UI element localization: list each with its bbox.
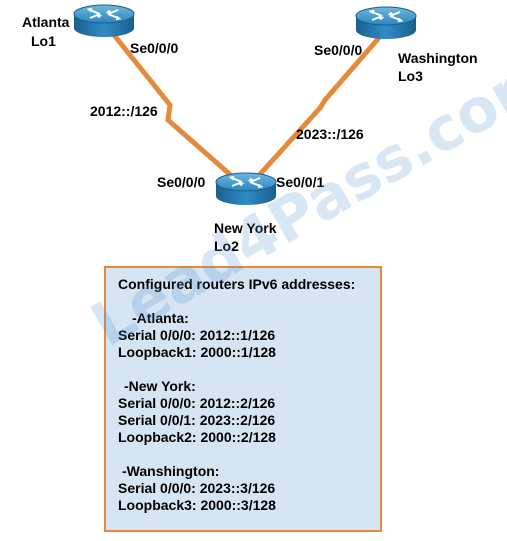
washington-section-header: -Wanshington: xyxy=(122,463,220,479)
newyork-address-line: Serial 0/0/1: 2023::2/126 xyxy=(118,412,276,428)
washington-address-line: Serial 0/0/0: 2023::3/126 xyxy=(118,480,276,496)
newyork-interface-left-label: Se0/0/0 xyxy=(157,174,206,190)
washington-interface-label: Se0/0/0 xyxy=(314,42,363,58)
router-atlanta-icon[interactable] xyxy=(73,4,135,38)
atlanta-address-line: Loopback1: 2000::1/128 xyxy=(118,344,276,360)
serial-link-washington-newyork xyxy=(250,30,386,185)
newyork-interface-right-label: Se0/0/1 xyxy=(276,174,325,190)
atlanta-interface-label: Se0/0/0 xyxy=(130,40,179,56)
link-atlanta-newyork-label: 2012::/126 xyxy=(90,103,158,119)
serial-link-atlanta-newyork xyxy=(108,28,244,187)
link-washington-newyork-label: 2023::/126 xyxy=(296,126,364,142)
atlanta-address-line: Serial 0/0/0: 2012::1/126 xyxy=(118,327,276,343)
washington-address-line: Loopback3: 2000::3/128 xyxy=(118,497,276,513)
washington-loopback-label: Lo3 xyxy=(398,68,423,84)
newyork-address-line: Loopback2: 2000::2/128 xyxy=(118,429,276,445)
router-newyork-icon[interactable] xyxy=(215,172,277,206)
newyork-address-line: Serial 0/0/0: 2012::2/126 xyxy=(118,395,276,411)
atlanta-section-header: -Atlanta: xyxy=(132,310,189,326)
washington-name-label: Washington xyxy=(398,50,478,66)
atlanta-name-label: Atlanta xyxy=(22,14,70,30)
router-washington-icon[interactable] xyxy=(355,6,417,40)
address-box-title: Configured routers IPv6 addresses: xyxy=(118,276,356,292)
newyork-loopback-label: Lo2 xyxy=(214,238,239,254)
ipv6-address-box: Configured routers IPv6 addresses: -Atla… xyxy=(104,266,382,532)
atlanta-loopback-label: Lo1 xyxy=(31,33,56,49)
newyork-name-label: New York xyxy=(214,220,277,236)
newyork-section-header: -New York: xyxy=(124,378,196,394)
network-topology xyxy=(73,4,417,206)
